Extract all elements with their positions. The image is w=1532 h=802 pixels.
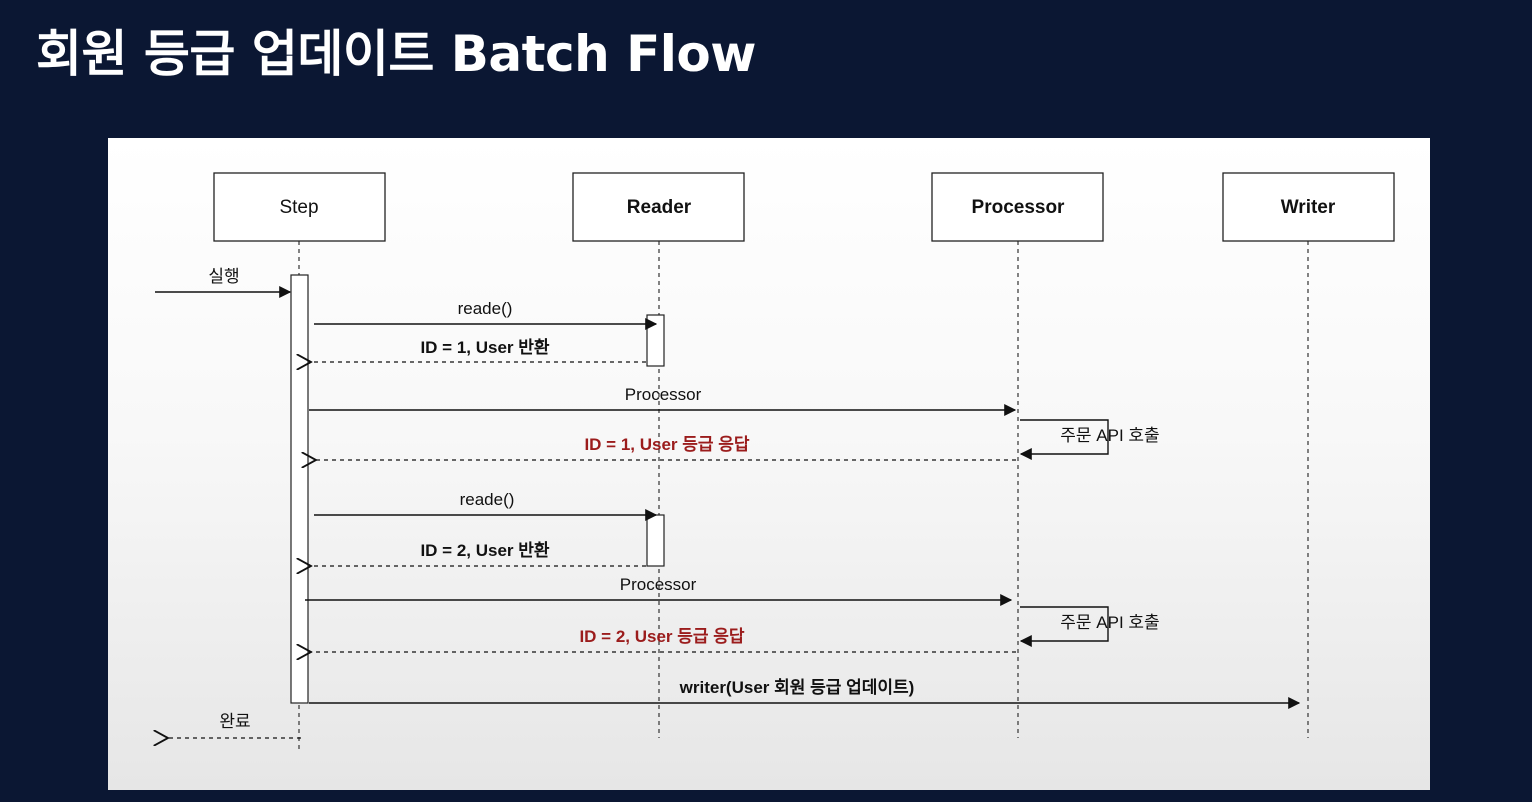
- reader-activation-bar-2: [646, 514, 665, 567]
- return-user-1-label: ID = 1, User 반환: [420, 338, 549, 357]
- complete-label: 완료: [219, 712, 250, 731]
- grade-response-2-label: ID = 2, User 등급 응답: [579, 627, 744, 646]
- order-api-1-arrow: [1019, 419, 1109, 460]
- return-user-2-label: ID = 2, User 반환: [420, 541, 549, 560]
- actor-processor: Processor: [931, 172, 1104, 242]
- actor-step: Step: [213, 172, 386, 242]
- read-1-label: reade(): [458, 299, 513, 318]
- actor-processor-label: Processor: [972, 197, 1066, 218]
- order-api-2-arrow: [1019, 606, 1109, 647]
- order-api-2-label: 주문 API 호출: [1060, 613, 1159, 632]
- process-1-label: Processor: [625, 385, 702, 404]
- reader-activation-bar-1: [646, 314, 665, 367]
- actor-step-label: Step: [279, 197, 318, 218]
- writer-label: writer(User 회원 등급 업데이트): [679, 678, 915, 697]
- read-2-label: reade(): [460, 490, 515, 509]
- step-activation-bar: [290, 274, 309, 704]
- actor-writer-label: Writer: [1281, 197, 1336, 218]
- process-2-label: Processor: [620, 575, 697, 594]
- actor-reader: Reader: [572, 172, 745, 242]
- sequence-diagram: Step Reader Processor Writer 실행 reade() …: [108, 138, 1430, 790]
- page-title: 회원 등급 업데이트 Batch Flow: [36, 25, 756, 83]
- order-api-1-label: 주문 API 호출: [1060, 426, 1159, 445]
- execute-label: 실행: [208, 267, 239, 286]
- actor-writer: Writer: [1222, 172, 1395, 242]
- grade-response-1-label: ID = 1, User 등급 응답: [584, 435, 749, 454]
- actor-reader-label: Reader: [627, 197, 692, 218]
